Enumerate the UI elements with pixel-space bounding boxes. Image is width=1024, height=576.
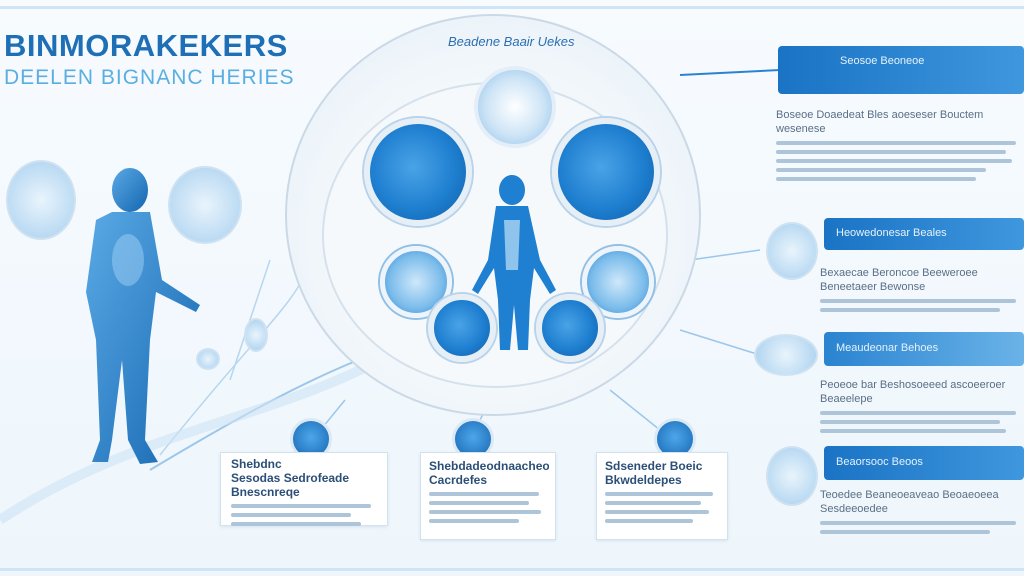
card-text-lines bbox=[605, 492, 721, 523]
cell-sample-icon bbox=[428, 294, 496, 362]
panel-title: Seosoe Beoneoe bbox=[840, 55, 925, 67]
panel-body-text: Teoedee Beaneoeaveao Beoaeoeea Sesdeeoed… bbox=[820, 489, 999, 515]
panel-header: Seosoe Beoneoe bbox=[778, 46, 1024, 94]
lung-scan-icon bbox=[552, 118, 660, 226]
organ-scan-icon bbox=[6, 160, 76, 240]
organ-icon bbox=[766, 446, 818, 506]
card-subheading: Sesodas Sedrofeade Bnescnreqe bbox=[231, 471, 350, 499]
brain-scan-icon bbox=[474, 66, 556, 148]
panel-header: Meaudeonar Behoes bbox=[824, 332, 1024, 366]
heart-icon bbox=[196, 348, 220, 370]
organ-icon bbox=[766, 222, 818, 280]
panel-text-lines bbox=[820, 299, 1020, 312]
panel-body-text: Bexaecae Beroncoe Beeweroee Beneetaeer B… bbox=[820, 267, 978, 293]
page-title: BINMORAKEKERS bbox=[4, 28, 288, 63]
panel-text-lines bbox=[820, 411, 1020, 433]
heart-icon bbox=[244, 318, 268, 352]
page-subtitle: DEELEN BIGNANC HERIES bbox=[4, 66, 295, 89]
card-heading: Shebdadeodnaacheo Cacrdefes bbox=[429, 459, 549, 487]
panel-body: Peoeoe bar Beshosoeeed ascoeeroer Beaeel… bbox=[820, 378, 1020, 438]
card-text-lines bbox=[231, 504, 381, 526]
cell-cluster-icon bbox=[364, 118, 472, 226]
info-card: Sdseneder Boeic Bkwdeldepes bbox=[596, 452, 728, 540]
card-heading: Sdseneder Boeic Bkwdeldepes bbox=[605, 459, 703, 487]
info-card: Shebdnc Sesodas Sedrofeade Bnescnreqe bbox=[220, 452, 388, 526]
bottom-frame-line bbox=[0, 568, 1024, 571]
organ-scan-icon bbox=[168, 166, 242, 244]
panel-header: Heowedonesar Beales bbox=[824, 218, 1024, 250]
panel-body: Bexaecae Beroncoe Beeweroee Beneetaeer B… bbox=[820, 266, 1020, 317]
capsule-icon bbox=[754, 334, 818, 376]
card-heading: Shebdnc bbox=[231, 457, 282, 471]
panel-text-lines bbox=[820, 521, 1020, 534]
panel-body: Boseoe Doaedeat Bles aoeseser Bouctem we… bbox=[776, 108, 1022, 186]
panel-body-text: Boseoe Doaedeat Bles aoeseser Bouctem we… bbox=[776, 109, 984, 135]
panel-title: Meaudeonar Behoes bbox=[836, 342, 939, 354]
info-card: Shebdadeodnaacheo Cacrdefes bbox=[420, 452, 556, 540]
card-text-lines bbox=[429, 492, 549, 523]
panel-header: Beaorsooc Beoos bbox=[824, 446, 1024, 480]
panel-title: Beaorsooc Beoos bbox=[836, 456, 923, 468]
panel-text-lines bbox=[776, 141, 1022, 181]
vessel-sample-icon bbox=[536, 294, 604, 362]
panel-body-text: Peoeoe bar Beshosoeeed ascoeeroer Beaeel… bbox=[820, 379, 1006, 405]
panel-title: Heowedonesar Beales bbox=[836, 227, 947, 239]
panel-body: Teoedee Beaneoeaveao Beoaeoeea Sesdeeoed… bbox=[820, 488, 1020, 539]
top-frame-line bbox=[0, 6, 1024, 9]
circle-title: Beadene Baair Uekes bbox=[448, 34, 575, 49]
